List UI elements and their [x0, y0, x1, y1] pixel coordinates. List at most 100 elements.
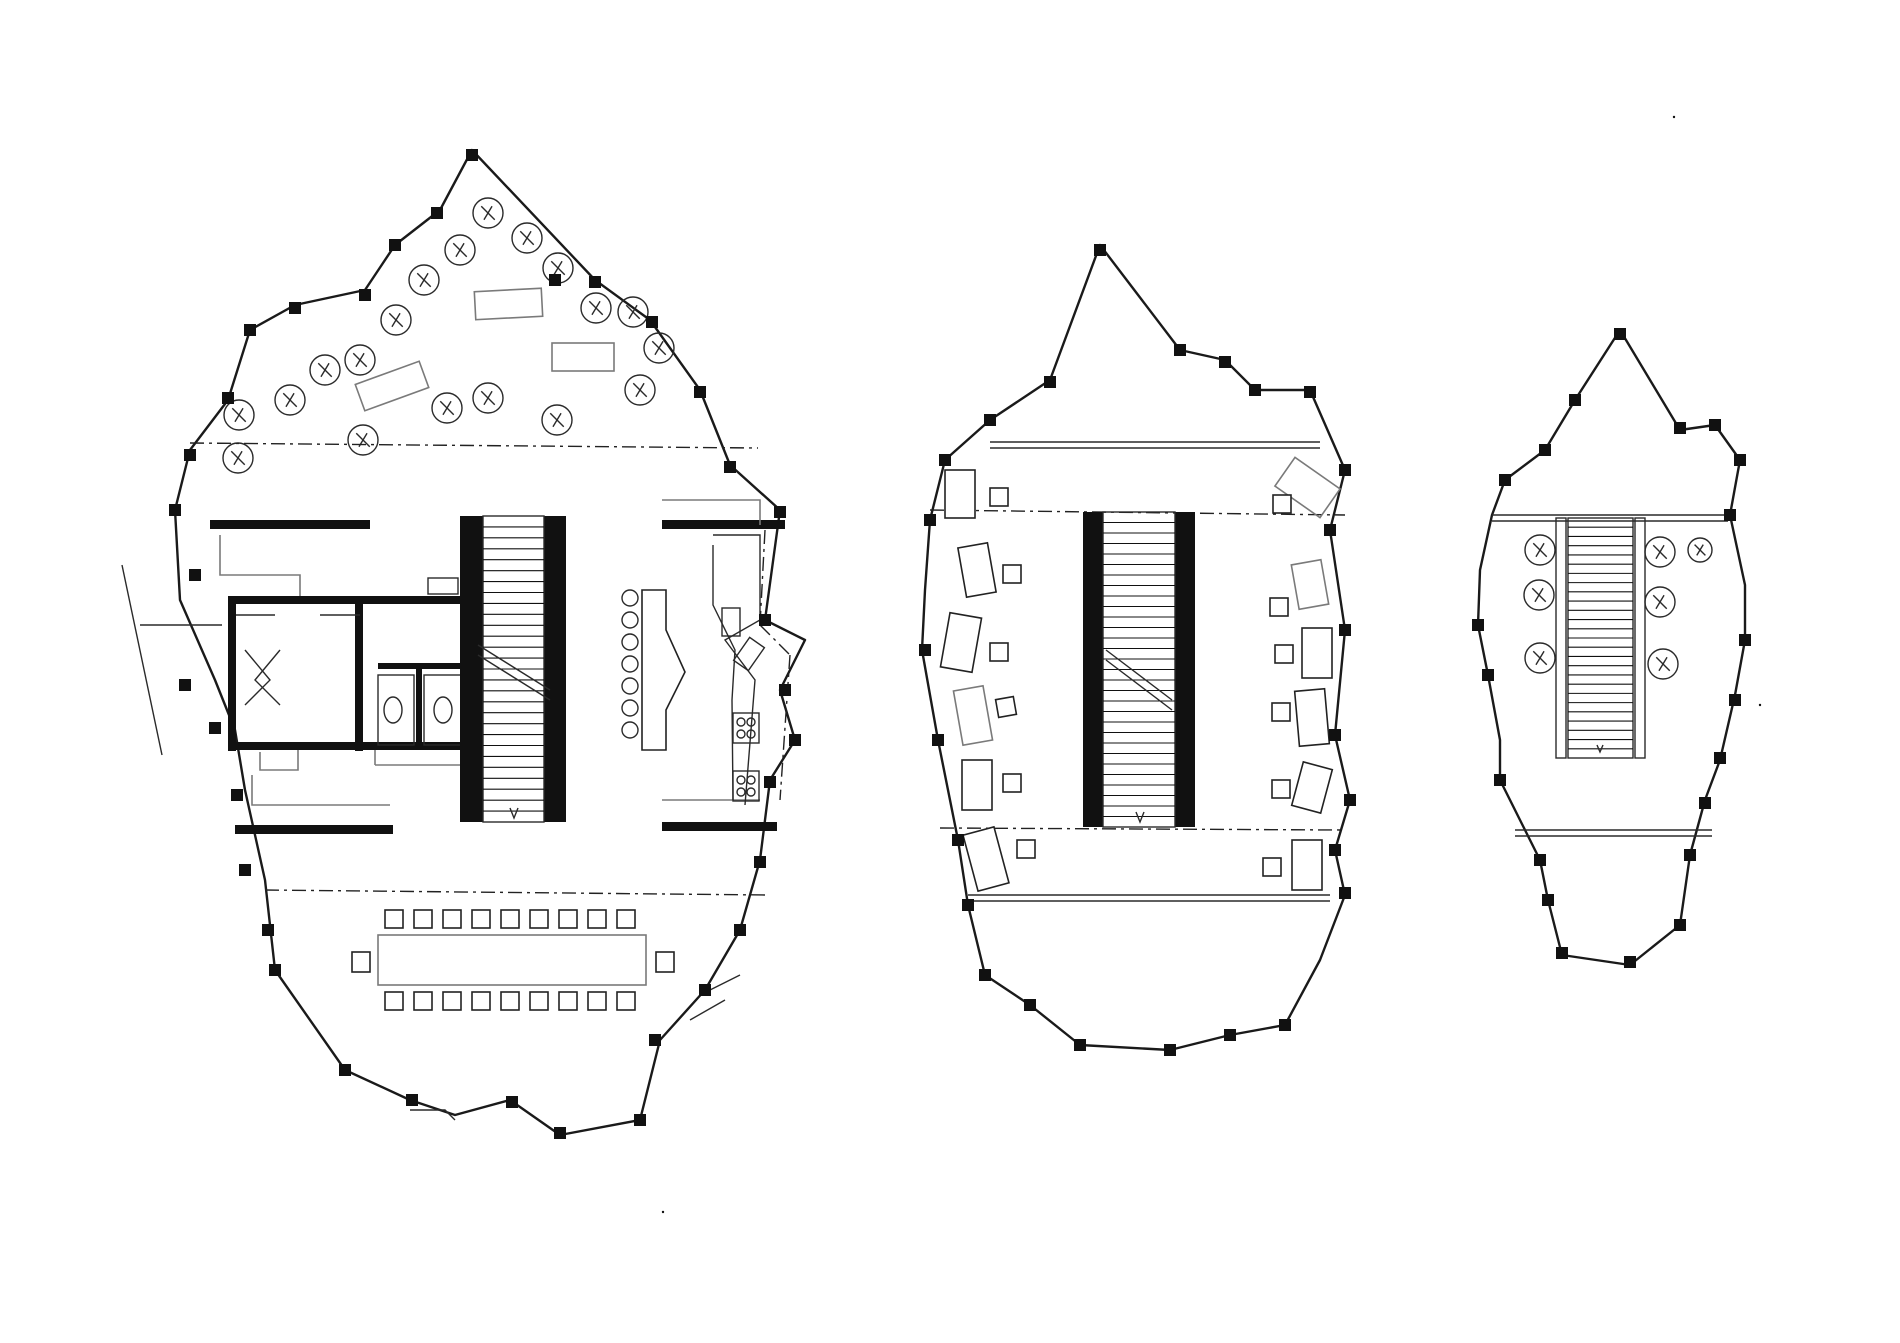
chair-icon	[587, 991, 607, 1011]
stove-icon	[732, 712, 760, 802]
column	[1219, 356, 1231, 368]
column	[1279, 1019, 1291, 1031]
top-floor-outline	[1476, 328, 1747, 967]
column	[694, 386, 706, 398]
chair-icon	[616, 909, 636, 929]
column	[1339, 887, 1351, 899]
tree-icon	[472, 197, 504, 229]
column	[244, 324, 256, 336]
tree-icon	[222, 442, 254, 474]
desk-icon	[939, 611, 983, 674]
column	[734, 924, 746, 936]
column	[1674, 919, 1686, 931]
column	[431, 207, 443, 219]
top-floor-plan	[1472, 328, 1751, 968]
chair-icon	[1269, 597, 1289, 617]
stool	[621, 611, 639, 629]
column	[1024, 999, 1036, 1011]
column	[779, 684, 791, 696]
chair-icon	[442, 909, 462, 929]
ground-floor-outline	[173, 148, 807, 1137]
column	[1569, 394, 1581, 406]
chair-icon	[1271, 779, 1291, 799]
column	[1164, 1044, 1176, 1056]
bar-counter	[621, 589, 686, 751]
chair-icon	[1274, 644, 1294, 664]
column	[932, 734, 944, 746]
column	[1044, 376, 1056, 388]
tree-icon	[643, 332, 675, 364]
column	[764, 776, 776, 788]
column	[1339, 464, 1351, 476]
column	[699, 984, 711, 996]
column	[184, 449, 196, 461]
tree-group	[1523, 534, 1713, 680]
desk-icon	[956, 541, 998, 599]
stair-icon	[1083, 511, 1195, 828]
column	[339, 1064, 351, 1076]
desk-icon	[952, 684, 994, 747]
column	[1534, 854, 1546, 866]
column-group	[919, 244, 1356, 1056]
tree-icon	[617, 296, 649, 328]
column	[179, 679, 191, 691]
column	[262, 924, 274, 936]
tree-icon	[580, 292, 612, 324]
column	[1699, 797, 1711, 809]
slab-edge-lines	[1492, 514, 1728, 837]
column	[289, 302, 301, 314]
chair-icon	[587, 909, 607, 929]
kitchen-counter	[712, 529, 791, 806]
chair-icon	[442, 991, 462, 1011]
stool	[621, 677, 639, 695]
desk-icon	[1273, 456, 1342, 519]
column	[724, 461, 736, 473]
column	[1224, 1029, 1236, 1041]
desk-icon	[961, 759, 993, 811]
column	[1499, 474, 1511, 486]
chair-icon	[1016, 839, 1036, 859]
stool	[621, 633, 639, 651]
chair-icon	[413, 991, 433, 1011]
column-group	[1472, 328, 1751, 968]
chair-icon	[1272, 494, 1292, 514]
column	[919, 644, 931, 656]
stair-icon	[1555, 517, 1646, 759]
desk-icon	[962, 825, 1010, 893]
desk-icon	[1290, 760, 1334, 815]
column	[1542, 894, 1554, 906]
column	[1539, 444, 1551, 456]
tree-icon	[380, 304, 412, 336]
stool	[621, 589, 639, 607]
chair-icon	[384, 991, 404, 1011]
column	[239, 864, 251, 876]
desk-icon	[1301, 627, 1333, 679]
column	[1174, 344, 1186, 356]
ground-floor-plan	[121, 148, 807, 1139]
tree-icon	[408, 264, 440, 296]
column	[984, 414, 996, 426]
chair-icon	[558, 909, 578, 929]
column	[1344, 794, 1356, 806]
tree-icon	[344, 344, 376, 376]
chair-icon	[989, 487, 1009, 507]
chair-icon	[616, 991, 636, 1011]
interior-walls	[210, 520, 785, 834]
tree-icon	[1523, 579, 1555, 611]
chair-icon	[500, 991, 520, 1011]
column	[754, 856, 766, 868]
tree-icon	[1687, 537, 1713, 563]
column	[1324, 524, 1336, 536]
chair-icon	[471, 991, 491, 1011]
column	[962, 899, 974, 911]
desk-icon	[1290, 558, 1330, 611]
column	[1094, 244, 1106, 256]
chair-icon	[1002, 564, 1022, 584]
chair-icon	[529, 991, 549, 1011]
tree-icon	[347, 424, 379, 456]
dining-table	[351, 909, 675, 1011]
column	[1329, 844, 1341, 856]
column	[359, 289, 371, 301]
column	[1714, 752, 1726, 764]
column	[1339, 624, 1351, 636]
